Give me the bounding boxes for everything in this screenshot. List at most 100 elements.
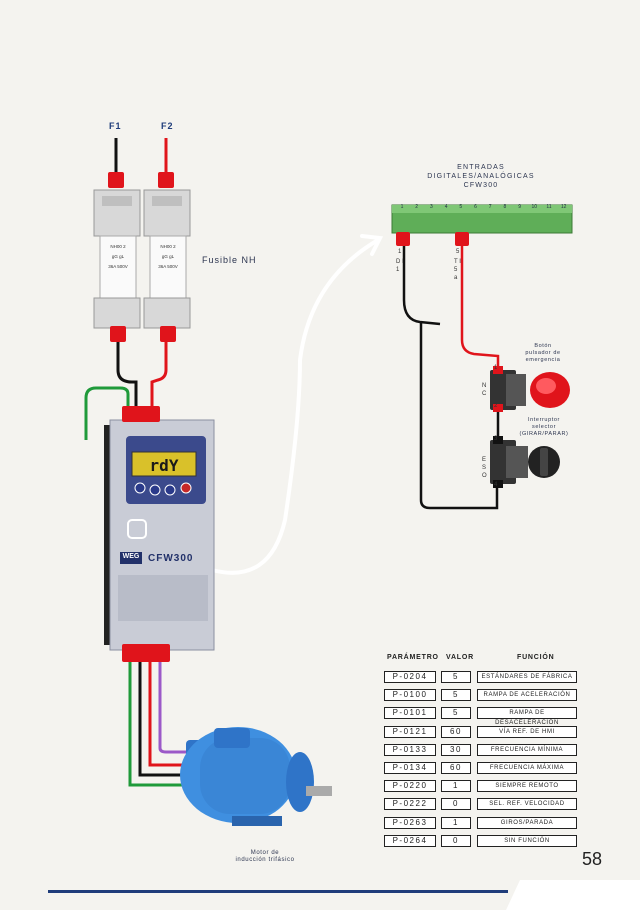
table-row: P-0264 0 SIN FUNCIÓN xyxy=(383,834,579,847)
selector-no-label: E S O xyxy=(482,457,487,479)
cell-value: 5 xyxy=(441,671,471,683)
terminal-mark-5: 5 xyxy=(456,249,460,255)
header-value: VALOR xyxy=(446,654,474,661)
emergency-label: Botón pulsador de emergencia xyxy=(515,343,571,364)
terminal-number: 10 xyxy=(531,204,538,210)
motor xyxy=(180,727,332,826)
cell-func: VÍA REF. DE HMI xyxy=(477,725,577,738)
terminal-number: 12 xyxy=(560,204,567,210)
terminal-number: 2 xyxy=(415,204,419,210)
cell-func: SIEMPRE REMOTO xyxy=(477,780,577,793)
cell-func: FRECUENCIA MÍNIMA xyxy=(477,743,577,756)
drive-cfw300 xyxy=(104,406,215,662)
selector-label-line-3: (GIRAR/PARAR) xyxy=(519,431,569,437)
selector-label: Interruptor selector (GIRAR/PARAR) xyxy=(516,417,572,438)
inputs-title-line-2: DIGITALES/ANALÓGICAS xyxy=(427,173,535,180)
emergency-label-line-3: emergencia xyxy=(525,357,561,363)
cell-param: P-0101 xyxy=(384,707,436,720)
terminal-number: 5 xyxy=(459,204,463,210)
cell-param: P-0134 xyxy=(384,762,436,774)
fuse-f1: NH00 2 gG gL 36A 500V xyxy=(93,172,141,342)
cell-func: FRECUENCIA MÁXIMA xyxy=(477,762,577,774)
power-wires xyxy=(84,138,500,787)
svg-text:NH00 2: NH00 2 xyxy=(110,244,126,249)
cell-param: P-0222 xyxy=(384,798,436,811)
terminal-mark-1: 1 xyxy=(398,249,402,255)
svg-text:gG gL: gG gL xyxy=(162,254,175,259)
terminal-number: 7 xyxy=(488,204,492,210)
selector-contact-3: 3 xyxy=(494,436,498,442)
selector-contact-4: 4 xyxy=(494,482,498,488)
cell-func: GIROS/PARADA xyxy=(477,816,577,829)
cell-func: RAMPA DE ACELERACIÓN xyxy=(477,689,577,702)
terminal-number: 4 xyxy=(444,204,448,210)
footer-decoration xyxy=(506,880,640,910)
motor-label-line-2: inducción trifásico xyxy=(235,857,295,863)
connection-arrow xyxy=(210,234,384,575)
emergency-label-line-2: pulsador de xyxy=(525,350,561,356)
terminal-number: 8 xyxy=(503,204,507,210)
terminal-number: 3 xyxy=(430,204,433,210)
fuse-f1-label: F1 xyxy=(109,121,122,131)
cell-param: P-0263 xyxy=(384,816,436,829)
cell-param: P-0204 xyxy=(384,671,436,683)
motor-label-line-1: Motor de xyxy=(250,850,280,856)
cell-value: 0 xyxy=(441,798,471,811)
header-func: FUNCIÓN xyxy=(517,654,555,661)
cell-value: 5 xyxy=(441,707,471,720)
cell-value: 1 xyxy=(441,780,471,793)
cell-param: P-0121 xyxy=(384,725,436,738)
cell-param: P-0264 xyxy=(384,834,436,847)
terminal-vertical-left: D I 1 xyxy=(396,259,404,273)
svg-text:36A 500V: 36A 500V xyxy=(108,264,128,269)
inputs-title-line-1: ENTRADAS xyxy=(457,164,505,171)
emergency-button xyxy=(490,366,570,412)
motor-label: Motor de inducción trifásico xyxy=(220,850,310,864)
fuse-type-label: Fusible NH xyxy=(202,255,257,265)
footer-line xyxy=(48,890,508,893)
table-row: P-0220 1 SIEMPRE REMOTO xyxy=(383,780,579,793)
cell-func: SEL. REF. VELOCIDAD xyxy=(477,798,577,811)
table-row: P-0100 5 RAMPA DE ACELERACIÓN xyxy=(383,689,579,702)
selector-label-line-1: Interruptor xyxy=(528,417,560,423)
emergency-contact-1: 1 xyxy=(494,365,498,371)
table-row: P-0121 60 VÍA REF. DE HMI xyxy=(383,725,579,738)
cell-value: 60 xyxy=(441,725,471,738)
drive-model: CFW300 xyxy=(148,553,194,564)
selector-switch xyxy=(490,436,560,488)
terminal-number: 6 xyxy=(474,204,477,210)
cell-func: ESTÁNDARES DE FÁBRICA xyxy=(477,671,577,683)
cell-value: 30 xyxy=(441,743,471,756)
drive-display: rdY xyxy=(149,456,179,475)
fuse-f2-label: F2 xyxy=(161,121,174,131)
page-number: 58 xyxy=(581,849,602,869)
terminal-number: 9 xyxy=(518,204,521,210)
selector-label-line-2: selector xyxy=(531,424,557,430)
cell-value: 0 xyxy=(441,834,471,847)
table-row: P-0133 30 FRECUENCIA MÍNIMA xyxy=(383,743,579,756)
cell-func: RAMPA DE DESACELERACIÓN xyxy=(477,707,577,726)
cell-param: P-0100 xyxy=(384,689,436,702)
emergency-contact-2: 2 xyxy=(494,403,498,409)
drive-brand: WEG xyxy=(122,553,140,560)
svg-text:gG gL: gG gL xyxy=(112,254,125,259)
cell-value: 5 xyxy=(441,689,471,702)
table-row: P-0222 0 SEL. REF. VELOCIDAD xyxy=(383,798,579,811)
cell-param: P-0220 xyxy=(384,780,436,793)
terminal-number: 11 xyxy=(546,204,552,210)
cell-param: P-0133 xyxy=(384,743,436,756)
emergency-label-line-1: Botón xyxy=(534,343,552,349)
emergency-nc-label: N C xyxy=(482,383,487,397)
cell-func: SIN FUNCIÓN xyxy=(477,834,577,847)
terminal-number: 1 xyxy=(400,204,404,210)
header-param: PARÁMETRO xyxy=(387,654,439,661)
inputs-title: ENTRADAS DIGITALES/ANALÓGICAS CFW300 xyxy=(426,163,536,190)
terminal-vertical-right: T I 5 a xyxy=(454,259,461,281)
table-row: P-0101 5 RAMPA DE DESACELERACIÓN xyxy=(383,707,579,726)
terminal-block xyxy=(391,204,573,246)
fuse-f2: NH00 2 gG gL 36A 500V xyxy=(143,172,191,342)
svg-text:NH00 2: NH00 2 xyxy=(160,244,176,249)
